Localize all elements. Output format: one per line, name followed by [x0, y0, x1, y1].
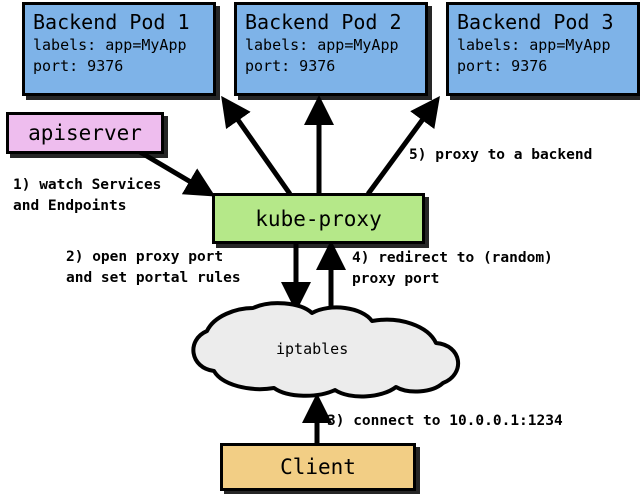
pod-1-port: port: 9376 [33, 57, 124, 75]
pod-1-title: Backend Pod 1 [33, 10, 190, 34]
iptables-label: iptables [276, 340, 349, 358]
apiserver-label: apiserver [28, 121, 142, 145]
pod-3-port: port: 9376 [457, 57, 548, 75]
pod-2-labels: labels: app=MyApp [245, 36, 399, 54]
edge-label-step-3: 3) connect to 10.0.0.1:1234 [327, 413, 563, 429]
backend-pod-3-box[interactable]: Backend Pod 3 labels: app=MyApp port: 93… [446, 2, 640, 96]
edge-label-step-4: 4) redirect to (random) proxy port [352, 250, 553, 287]
kube-proxy-box[interactable]: kube-proxy [212, 193, 425, 244]
edge-label-step-1: 1) watch Services and Endpoints [13, 177, 162, 214]
pod-3-labels: labels: app=MyApp [457, 36, 611, 54]
pod-3-title: Backend Pod 3 [457, 10, 614, 34]
client-box[interactable]: Client [220, 443, 416, 491]
pod-2-title: Backend Pod 2 [245, 10, 402, 34]
kube-proxy-label: kube-proxy [255, 206, 382, 231]
edge-label-step-2: 2) open proxy port and set portal rules [66, 249, 241, 286]
pod-1-labels: labels: app=MyApp [33, 36, 187, 54]
edge-label-step-5: 5) proxy to a backend [409, 147, 593, 163]
pod-2-port: port: 9376 [245, 57, 336, 75]
apiserver-box[interactable]: apiserver [6, 112, 164, 154]
client-label: Client [280, 455, 356, 479]
edge-kubeproxy-to-pod-1 [221, 95, 293, 196]
backend-pod-2-box[interactable]: Backend Pod 2 labels: app=MyApp port: 93… [234, 2, 428, 96]
backend-pod-1-box[interactable]: Backend Pod 1 labels: app=MyApp port: 93… [22, 2, 216, 96]
